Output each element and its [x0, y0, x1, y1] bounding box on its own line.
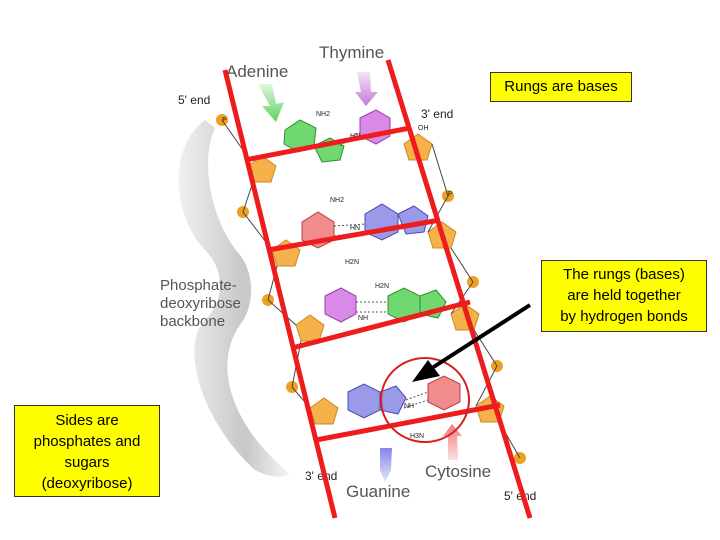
chem-oh: OH [418, 125, 429, 132]
chem-nh: NH [358, 315, 368, 322]
chem-labels: NH2 HN OH NH2 HN H2N H2N NH NH H3N P P [222, 111, 453, 440]
callout-sides-line3: sugars [64, 454, 110, 471]
cytosine-label: Cytosine [425, 462, 491, 481]
backbone-label-line1: Phosphate- [160, 277, 237, 294]
callout-arrowhead [412, 360, 440, 382]
guanine-base-ring [379, 385, 407, 415]
callout-hbonds-line1: The rungs (bases) [563, 266, 685, 283]
backbone-bonds [221, 119, 521, 459]
callout-hydrogen-bonds: The rungs (bases) are held together by h… [541, 260, 707, 332]
callout-arrow-shaft [430, 303, 532, 370]
ladder-right-rail [385, 59, 533, 519]
three-prime-bottom-label: 3' end [305, 469, 337, 483]
chem-h2n: H2N [345, 259, 359, 266]
adenine-pointer-arrow [258, 84, 284, 122]
guanine-label: Guanine [346, 482, 410, 501]
callout-rungs-text: Rungs are bases [504, 78, 618, 95]
callout-rungs-are-bases: Rungs are bases [490, 72, 632, 102]
chem-hn: HN [350, 225, 360, 232]
chem-h3n: H3N [410, 433, 424, 440]
hydrogen-bonds [333, 131, 429, 409]
sugar-ring [295, 314, 325, 342]
ladder-rung-2 [267, 217, 441, 253]
thymine-base [324, 287, 357, 323]
chem-nh2: NH2 [330, 197, 344, 204]
thymine-label: Thymine [319, 43, 384, 62]
hydrogen-bond-highlight-circle [380, 357, 470, 443]
ladder-rung-1 [244, 125, 411, 163]
chem-h2n: H2N [375, 283, 389, 290]
callout-sides-line4: (deoxyribose) [41, 475, 133, 492]
callout-sides: Sides are phosphates and sugars (deoxyri… [14, 405, 160, 497]
chem-nh2: NH2 [316, 111, 330, 118]
callout-hbonds-line2: are held together [567, 287, 681, 304]
ladder-overlay [222, 59, 533, 519]
cytosine-pointer-arrow [443, 424, 462, 460]
callout-sides-line2: phosphates and [33, 433, 141, 450]
guanine-base [347, 383, 381, 419]
chem-p: P [222, 117, 227, 124]
thymine-pointer-arrow [355, 72, 378, 106]
cytosine-base [427, 375, 461, 411]
ladder-rung-3 [291, 299, 471, 351]
chem-p: P [448, 191, 453, 198]
backbone-label-line3: backbone [160, 313, 225, 330]
ladder-left-rail [222, 69, 338, 519]
guanine-pointer-arrow [380, 448, 392, 482]
sugar-group [247, 133, 505, 425]
three-prime-top-label: 3' end [421, 107, 453, 121]
ladder-rung-4 [315, 402, 501, 443]
five-prime-bottom-label: 5' end [504, 489, 536, 503]
callout-hbonds-line3: by hydrogen bonds [560, 308, 688, 325]
callout-sides-line1: Sides are [55, 412, 119, 429]
backbone-brace [178, 120, 290, 477]
chem-nh: NH [404, 403, 414, 410]
guanine-base-ring [397, 205, 429, 235]
five-prime-top-label: 5' end [178, 93, 210, 107]
backbone-label-line2: deoxyribose [160, 295, 241, 312]
adenine-label: Adenine [226, 62, 288, 81]
sugar-ring [309, 397, 339, 425]
